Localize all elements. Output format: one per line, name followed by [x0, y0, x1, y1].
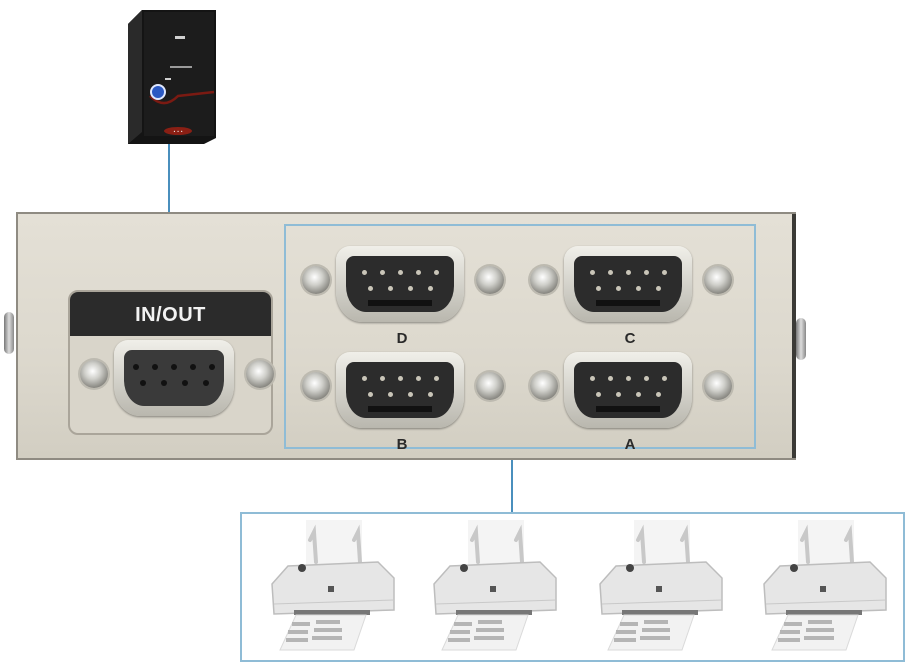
screw-icon: [246, 360, 274, 388]
db9-socket: [574, 256, 682, 312]
side-mount-knob-right: [796, 318, 806, 360]
inout-port-label: IN/OUT: [70, 292, 271, 336]
inout-db9-port[interactable]: [74, 330, 314, 440]
screw-icon: [704, 372, 732, 400]
printers-connection-line: [511, 448, 513, 514]
printer-icon: [433, 520, 557, 651]
db9-socket: [346, 256, 454, 312]
screw-icon: [302, 266, 330, 294]
db9-shell: [114, 340, 234, 416]
output-ports-highlight-frame: [284, 224, 756, 449]
db9-shell: [564, 246, 692, 322]
svg-text:• • •: • • •: [173, 129, 183, 134]
db9-shell: [564, 352, 692, 428]
port-label-b: B: [396, 436, 408, 453]
db9-socket: [124, 350, 224, 406]
db9-shell: [336, 352, 464, 428]
screw-icon: [80, 360, 108, 388]
db9-socket: [574, 362, 682, 418]
port-c-db9[interactable]: C: [524, 236, 764, 347]
printer-icon: [763, 520, 887, 651]
side-mount-knob-left: [4, 312, 14, 354]
screw-icon: [704, 266, 732, 294]
screw-icon: [302, 372, 330, 400]
db9-socket: [346, 362, 454, 418]
printer-icon: [599, 520, 723, 651]
port-d-db9[interactable]: D: [296, 236, 536, 347]
port-label-d: D: [396, 330, 408, 347]
screw-icon: [530, 372, 558, 400]
printer-icon: [271, 520, 395, 651]
port-a-db9[interactable]: A: [524, 342, 764, 453]
screw-icon: [476, 372, 504, 400]
screw-icon: [476, 266, 504, 294]
screw-icon: [530, 266, 558, 294]
port-label-c: C: [624, 330, 636, 347]
port-label-a: A: [624, 436, 636, 453]
db9-shell: [336, 246, 464, 322]
port-b-db9[interactable]: B: [296, 342, 536, 453]
computer-tower-icon: • • •: [128, 10, 216, 144]
